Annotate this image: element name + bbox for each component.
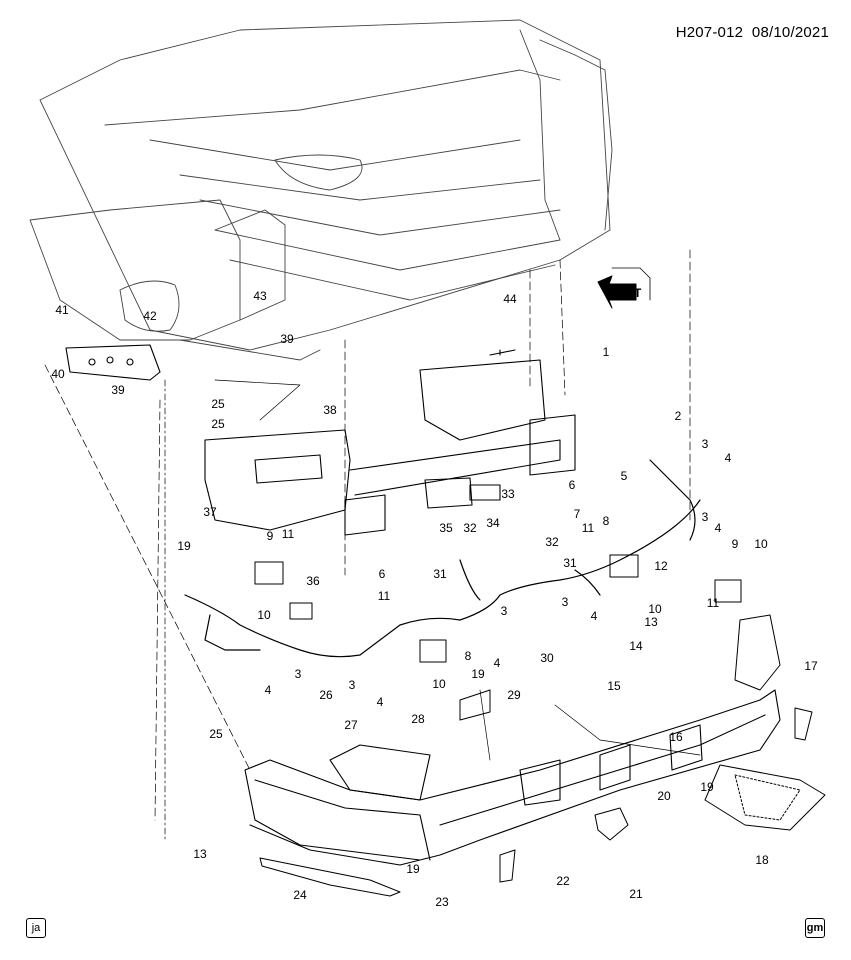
- callout-label: 42: [143, 309, 157, 323]
- callout-label: 43: [253, 289, 267, 303]
- frt-label: FRT: [618, 286, 642, 300]
- callout-label: 19: [471, 667, 485, 681]
- callout-label: 3: [501, 604, 508, 618]
- callout-label: 25: [211, 417, 225, 431]
- rear-bumper: [244, 689, 781, 866]
- callout-label: 4: [494, 656, 501, 670]
- lower-valance: [259, 764, 826, 897]
- callout-label: 14: [629, 639, 643, 653]
- diagram-code: H207-012: [675, 24, 744, 41]
- callout-label: 6: [569, 478, 576, 492]
- callout-label: 10: [432, 677, 446, 691]
- callout-label: 11: [582, 521, 595, 535]
- callout-label: 27: [344, 718, 358, 732]
- callout-label: 8: [465, 649, 472, 663]
- modules: [254, 554, 813, 883]
- callout-label: 30: [540, 651, 554, 665]
- callout-label: 4: [725, 451, 732, 465]
- truck-bed: [29, 19, 613, 361]
- callout-label: 10: [754, 537, 768, 551]
- callout-label: 32: [463, 521, 477, 535]
- callout-label: 41: [55, 303, 69, 317]
- ja-badge: ja: [26, 918, 46, 938]
- diagram-date: 08/10/2021: [751, 24, 829, 41]
- callout-label: 39: [280, 332, 294, 346]
- callout-label: 12: [654, 559, 668, 573]
- callout-label: 33: [501, 487, 515, 501]
- callout-label: 4: [265, 683, 272, 697]
- callout-label: 38: [323, 403, 337, 417]
- callout-label: 31: [433, 567, 447, 581]
- callout-label: 4: [591, 609, 598, 623]
- callout-label: 39: [111, 383, 125, 397]
- callout-label: 36: [306, 574, 320, 588]
- callout-label: 22: [556, 874, 570, 888]
- callout-label: 19: [406, 862, 420, 876]
- callout-label: 29: [507, 688, 521, 702]
- callout-label: 6: [379, 567, 386, 581]
- callout-label: 17: [804, 659, 818, 673]
- callout-label: 32: [545, 535, 559, 549]
- callout-label: 23: [435, 895, 449, 909]
- callout-label: 3: [295, 667, 302, 681]
- callout-label: 9: [267, 529, 274, 543]
- callout-label: 24: [293, 888, 307, 902]
- callout-label: 31: [563, 556, 577, 570]
- callout-label: 4: [715, 521, 722, 535]
- leader-lines: [44, 249, 701, 841]
- callout-label: 28: [411, 712, 425, 726]
- callout-label: 26: [319, 688, 333, 702]
- callout-label: 2: [675, 409, 682, 423]
- callout-label: 3: [702, 510, 709, 524]
- callout-label: 11: [378, 589, 391, 603]
- callout-label: 35: [439, 521, 453, 535]
- callout-label: 10: [648, 602, 662, 616]
- callout-label: 3: [562, 595, 569, 609]
- callout-label: 13: [193, 847, 207, 861]
- front-direction-icon: FRT: [597, 267, 651, 309]
- wiring-harness: [184, 459, 701, 658]
- callout-label: 7: [574, 507, 581, 521]
- callout-label: 19: [177, 539, 191, 553]
- callout-label: 40: [51, 367, 65, 381]
- callout-label: 8: [603, 514, 610, 528]
- callout-label: 10: [257, 608, 271, 622]
- callout-label: 25: [209, 727, 223, 741]
- callout-label: 37: [203, 505, 217, 519]
- callout-label: 13: [644, 615, 658, 629]
- callout-label: 3: [349, 678, 356, 692]
- gm-logo-badge: gm: [805, 918, 825, 938]
- callout-label: 11: [282, 527, 295, 541]
- callout-label: 18: [755, 853, 769, 867]
- callout-label: 20: [657, 789, 671, 803]
- callout-label: 21: [629, 887, 643, 901]
- callout-label: 1: [603, 345, 610, 359]
- hitch-frame: [204, 349, 576, 536]
- callout-label: 25: [211, 397, 225, 411]
- callout-label: 5: [621, 469, 628, 483]
- diagram-header: H207-012 08/10/2021: [676, 24, 829, 41]
- callout-label: 3: [702, 437, 709, 451]
- callout-label: 11: [707, 596, 720, 610]
- callout-label: 34: [486, 516, 500, 530]
- bracket-left: [65, 344, 161, 381]
- callout-label: 15: [607, 679, 621, 693]
- callout-label: 19: [700, 780, 714, 794]
- callout-label: 4: [377, 695, 384, 709]
- callout-label: 16: [669, 730, 683, 744]
- callout-label: 44: [503, 292, 517, 306]
- callout-label: 9: [732, 537, 739, 551]
